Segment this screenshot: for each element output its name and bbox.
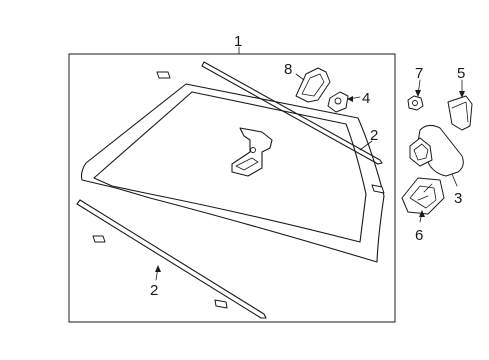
arrow-5 [459,91,465,98]
mirror-bracket [401,177,445,215]
callout-3: 3 [454,190,462,207]
small-sensor-lens [412,100,418,106]
clip-lower-center [214,299,228,309]
clip-right [371,184,385,194]
windshield-frit-border [93,91,367,243]
assembly-frame [68,53,396,323]
mirror-bracket-cover-inner [301,73,325,97]
rear-view-mirror [417,124,464,177]
callout-7: 7 [415,65,423,82]
callout-2-lower: 2 [150,282,158,299]
callout-8: 8 [284,61,292,78]
mirror-stem [409,137,433,167]
mirror-stem-detail [413,143,429,161]
arrow-2-lower [155,265,161,272]
callout-6: 6 [415,227,423,244]
leader-line-3 [451,173,458,187]
sensor-mount-area [231,127,273,177]
sensor-clip [327,91,349,113]
leader-line-8 [295,73,305,81]
small-sensor [407,95,424,111]
moulding-upper [201,61,383,165]
callout-1: 1 [234,33,242,50]
arrow-6 [419,210,425,217]
moulding-lower [76,199,267,319]
arrow-7 [415,90,421,97]
mirror-bracket-inner [409,185,437,209]
mirror-cover [447,95,473,131]
mirror-button [250,147,256,153]
clip-top-left [156,71,171,79]
clip-lower-left [92,235,106,243]
callout-4: 4 [362,90,370,107]
arrow-4 [347,96,353,102]
leader-line-2-right [359,140,373,151]
sensor-clip-hole [334,97,342,105]
sensor-mount-inner [235,157,259,171]
mirror-bracket-tab [417,183,433,201]
callout-5: 5 [457,65,465,82]
mirror-bracket-cover [295,67,331,103]
callout-2-right: 2 [370,127,378,144]
mirror-cover-inner [451,101,469,123]
windshield-glass [80,83,385,263]
